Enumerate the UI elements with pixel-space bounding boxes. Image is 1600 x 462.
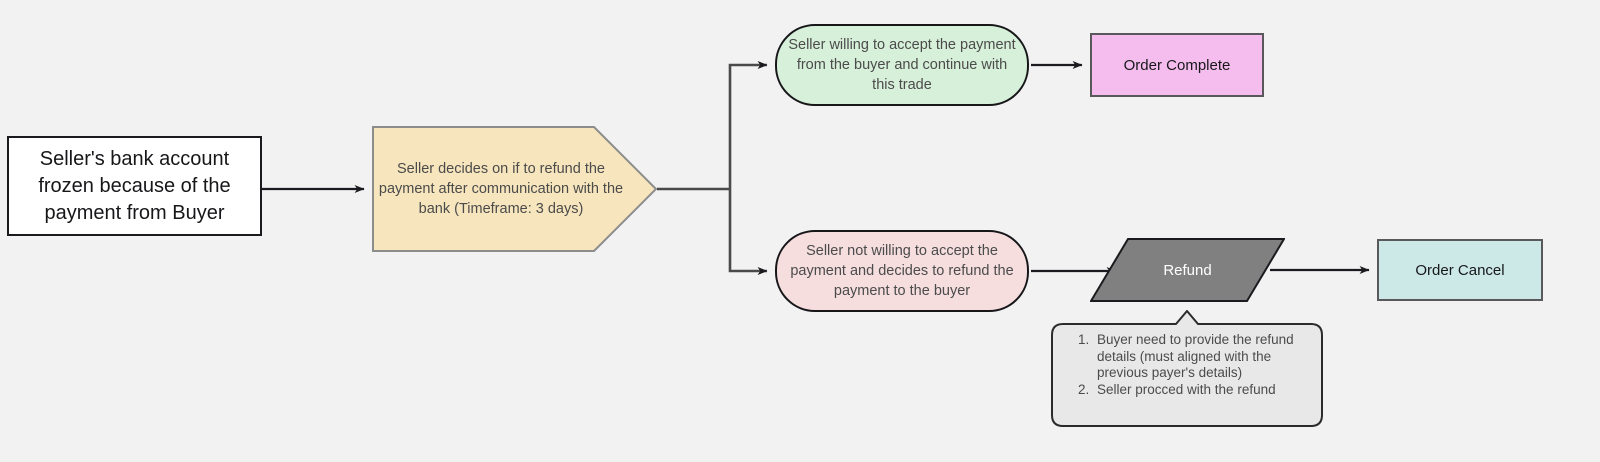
node-order-cancel-label: Order Cancel xyxy=(1415,261,1505,279)
node-seller-accepts[interactable]: Seller willing to accept the payment fro… xyxy=(775,24,1029,106)
note-list: Buyer need to provide the refund details… xyxy=(1069,332,1311,398)
callout-shape xyxy=(1051,310,1323,427)
node-order-cancel[interactable]: Order Cancel xyxy=(1377,239,1543,301)
edge-decision-to-refuse xyxy=(728,189,768,275)
node-start-label: Seller's bank account frozen because of … xyxy=(38,147,231,224)
node-decision-label: Seller decides on if to refund the payme… xyxy=(378,161,624,217)
node-refund-label: Refund xyxy=(1163,261,1212,279)
node-seller-accepts-label: Seller willing to accept the payment fro… xyxy=(788,37,1016,93)
note-body: Buyer need to provide the refund details… xyxy=(1069,332,1311,398)
note-list-item: Buyer need to provide the refund details… xyxy=(1093,332,1311,382)
node-seller-refuses[interactable]: Seller not willing to accept the payment… xyxy=(775,230,1029,312)
node-refund[interactable]: Refund xyxy=(1090,238,1285,302)
node-order-complete-label: Order Complete xyxy=(1123,56,1231,74)
arrow-pentagon-shape xyxy=(372,126,657,252)
parallelogram-shape xyxy=(1090,238,1285,302)
note-list-item: Seller procced with the refund xyxy=(1093,382,1311,399)
node-start-frozen-account[interactable]: Seller's bank account frozen because of … xyxy=(7,136,262,236)
node-order-complete[interactable]: Order Complete xyxy=(1090,33,1264,97)
node-decision-refund[interactable]: Seller decides on if to refund the payme… xyxy=(372,126,657,252)
edge-decision-to-accept xyxy=(728,61,768,189)
note-refund-steps[interactable]: Buyer need to provide the refund details… xyxy=(1051,310,1323,427)
node-seller-refuses-label: Seller not willing to accept the payment… xyxy=(790,243,1014,299)
